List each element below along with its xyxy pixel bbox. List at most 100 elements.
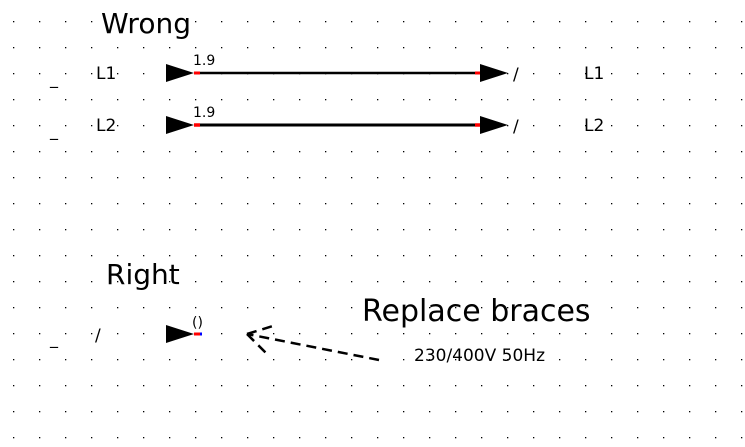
grid-dot xyxy=(741,151,743,153)
grid-dot xyxy=(325,255,327,257)
grid-dot xyxy=(507,151,509,153)
grid-dot xyxy=(611,229,613,231)
grid-dot xyxy=(663,385,665,387)
grid-dot xyxy=(559,333,561,335)
grid-dot xyxy=(273,411,275,413)
grid-dot xyxy=(585,255,587,257)
grid-dot xyxy=(273,307,275,309)
grid-dot xyxy=(507,359,509,361)
grid-dot xyxy=(429,177,431,179)
grid-dot xyxy=(377,411,379,413)
grid-dot xyxy=(117,359,119,361)
grid-dot xyxy=(481,203,483,205)
left-arrow-icon xyxy=(166,116,194,134)
grid-dot xyxy=(143,333,145,335)
grid-dot xyxy=(611,99,613,101)
grid-dot xyxy=(247,47,249,49)
wire-row-l2[interactable]: _ L2 1.9 / L2 xyxy=(49,105,604,141)
grid-dot xyxy=(533,177,535,179)
grid-dot xyxy=(39,99,41,101)
grid-dot xyxy=(39,437,41,439)
grid-dot xyxy=(689,385,691,387)
grid-dot xyxy=(221,333,223,335)
grid-dot xyxy=(169,359,171,361)
grid-dot xyxy=(663,73,665,75)
grid-dot xyxy=(195,151,197,153)
grid-dot xyxy=(325,385,327,387)
grid-dot xyxy=(533,73,535,75)
grid-dot xyxy=(13,21,15,23)
correct-row[interactable]: _ / () xyxy=(49,315,203,349)
grid-dot xyxy=(143,151,145,153)
grid-dot xyxy=(741,307,743,309)
wire-value: 1.9 xyxy=(193,105,215,121)
grid-dot xyxy=(325,203,327,205)
grid-dot xyxy=(351,359,353,361)
wire-row-l1[interactable]: _ L1 1.9 / L1 xyxy=(49,53,604,89)
grid-dot xyxy=(455,359,457,361)
grid-dot xyxy=(247,229,249,231)
grid-dot xyxy=(247,411,249,413)
grid-dot xyxy=(39,255,41,257)
grid-dot xyxy=(481,177,483,179)
row-prefix: _ xyxy=(49,329,59,349)
grid-dot xyxy=(65,99,67,101)
grid-dot xyxy=(299,385,301,387)
grid-dot xyxy=(533,99,535,101)
grid-dot xyxy=(429,203,431,205)
grid-dot xyxy=(481,47,483,49)
grid-dot xyxy=(559,307,561,309)
grid-dot xyxy=(65,203,67,205)
grid-dot xyxy=(481,229,483,231)
grid-dot xyxy=(39,333,41,335)
grid-dot xyxy=(585,307,587,309)
pointer-arrow xyxy=(246,324,380,362)
grid-dot xyxy=(39,125,41,127)
grid-dot xyxy=(91,385,93,387)
grid-dot xyxy=(325,229,327,231)
grid-dot xyxy=(169,21,171,23)
grid-dot xyxy=(39,281,41,283)
grid-dot xyxy=(195,437,197,439)
grid-dot xyxy=(637,125,639,127)
grid-dot xyxy=(585,47,587,49)
grid-dot xyxy=(13,411,15,413)
grid-dot xyxy=(689,307,691,309)
grid-dot xyxy=(559,99,561,101)
grid-dot xyxy=(169,411,171,413)
right-label: L2 xyxy=(584,116,604,136)
grid-dot xyxy=(715,307,717,309)
grid-dot xyxy=(117,229,119,231)
grid-dot xyxy=(585,281,587,283)
grid-dot xyxy=(455,437,457,439)
grid-dot xyxy=(481,151,483,153)
grid-dot xyxy=(741,73,743,75)
grid-dot xyxy=(91,125,93,127)
grid-dot xyxy=(351,177,353,179)
grid-dot xyxy=(299,203,301,205)
dashed-arrow-line xyxy=(246,332,380,362)
grid-dot xyxy=(611,307,613,309)
grid-dot xyxy=(611,255,613,257)
grid-dot xyxy=(689,437,691,439)
grid-dot xyxy=(273,177,275,179)
grid-dot xyxy=(637,437,639,439)
grid-dot xyxy=(169,177,171,179)
grid-dot xyxy=(507,229,509,231)
grid-dot xyxy=(637,99,639,101)
grid-dot xyxy=(741,281,743,283)
grid-dot xyxy=(273,385,275,387)
grid-dot xyxy=(325,307,327,309)
grid-dot xyxy=(715,21,717,23)
grid-dot xyxy=(91,47,93,49)
grid-dot xyxy=(299,21,301,23)
grid-dot xyxy=(559,411,561,413)
grid-dot xyxy=(611,47,613,49)
grid-dot xyxy=(221,255,223,257)
grid-dot xyxy=(637,151,639,153)
annotation-title: Replace braces xyxy=(362,294,591,329)
grid-dot xyxy=(715,281,717,283)
grid-dot xyxy=(13,99,15,101)
grid-dot xyxy=(715,125,717,127)
